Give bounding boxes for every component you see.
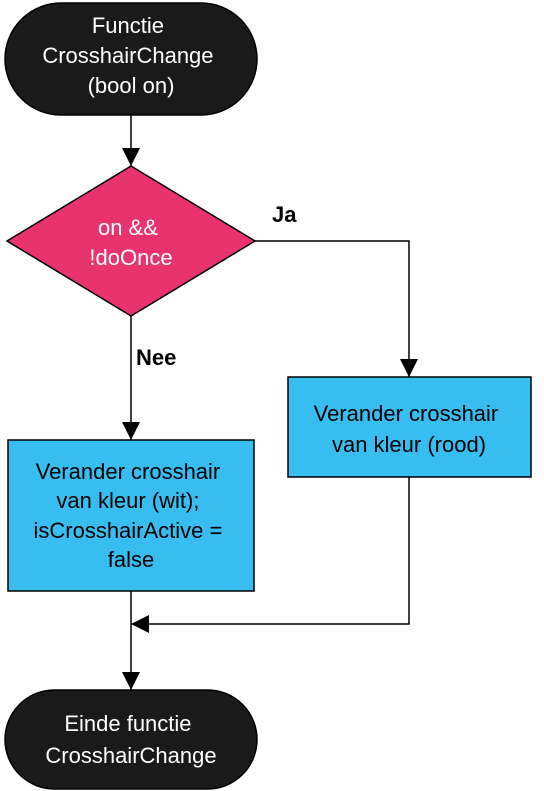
process-red-line-2: van kleur (rood) [332,432,486,457]
decision-line-1: on && [98,215,158,240]
connector-red-to-merge [131,477,410,633]
svg-text:Einde functie CrosshairC: Einde functie CrosshairChange [45,711,216,768]
process-white-line-3: isCrosshairActive = [33,518,222,543]
decision-diamond: on && !doOnce [5,165,257,317]
process-white: Verander crosshair van kleur (wit); isCr… [7,439,255,592]
svg-text:Functie CrosshairChange: Functie CrosshairChange (bool on) [42,13,219,98]
svg-text:Verander crosshair van k: Verander crosshair van kleur (wit); isCr… [33,459,228,572]
process-red-line-1: Verander crosshair [314,401,499,426]
decision-line-2: !doOnce [89,245,172,270]
start-line-2: CrosshairChange [42,43,213,68]
start-line-1: Functie [92,13,164,38]
svg-text:Verander crosshair van k: Verander crosshair van kleur (rood) [314,401,505,457]
start-terminal: Functie CrosshairChange (bool on) [4,2,258,116]
no-label: Nee [136,345,176,370]
end-line-2: CrosshairChange [45,743,216,768]
process-red: Verander crosshair van kleur (rood) [287,376,532,478]
end-line-1: Einde functie [64,711,191,736]
connector-yes-branch [255,240,418,377]
end-terminal-shape [4,689,258,790]
process-white-line-2: van kleur (wit); [56,488,199,513]
end-terminal: Einde functie CrosshairChange [4,689,258,790]
start-line-3: (bool on) [88,73,175,98]
process-white-line-1: Verander crosshair [36,459,221,484]
decision-shape [5,165,257,317]
svg-text:on && !doOnce: on && !doOnce [89,215,172,270]
yes-label: Ja [272,202,297,227]
process-red-shape [287,376,532,478]
process-white-line-4: false [108,547,154,572]
